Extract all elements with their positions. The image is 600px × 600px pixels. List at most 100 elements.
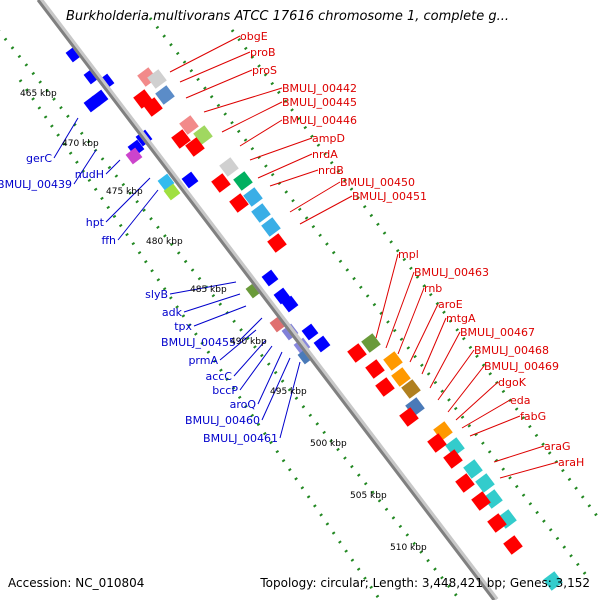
forward-gene-label: mtgA	[446, 312, 476, 325]
page-title: Burkholderia multivorans ATCC 17616 chro…	[66, 9, 509, 24]
reverse-gene-label: ffh	[101, 234, 116, 247]
reverse-gene-label: BMULJ_00461	[203, 432, 278, 445]
scale-tick-label: 495 kbp	[270, 387, 307, 397]
forward-feature	[375, 377, 395, 397]
scale-tick-label: 465 kbp	[20, 89, 57, 99]
scale-tick-label: 485 kbp	[190, 285, 227, 295]
forward-gene-label: BMULJ_00445	[282, 96, 357, 109]
accession-text: Accession: NC_010804	[8, 576, 145, 590]
reverse-feature	[301, 323, 319, 341]
forward-gene-label: BMULJ_00469	[484, 360, 559, 373]
reverse-gene-label: slyB	[145, 288, 168, 301]
leader-line	[169, 35, 241, 73]
reverse-gene-label: BMULJ_00460	[185, 414, 260, 427]
forward-feature	[251, 203, 271, 223]
leader-line	[257, 153, 313, 179]
forward-feature	[261, 217, 281, 237]
forward-feature	[347, 343, 367, 363]
gene-labels: obgE proB proS BMULJ_00442BMULJ_00445BMULJ_…	[0, 30, 584, 469]
leader-line	[493, 445, 545, 463]
leader-line	[239, 119, 283, 147]
leader-line	[375, 253, 399, 339]
forward-gene-label: nrdB	[318, 164, 344, 177]
reverse-feature	[313, 335, 331, 353]
forward-gene-label: obgE	[240, 30, 268, 43]
leader-line	[53, 117, 79, 159]
leader-line	[249, 137, 313, 161]
forward-gene-label: dgoK	[498, 376, 527, 389]
leader-line	[437, 349, 475, 401]
forward-feature	[171, 129, 191, 149]
leader-line	[499, 461, 559, 479]
forward-gene-label: aroE	[438, 298, 463, 311]
forward-feature	[471, 491, 491, 511]
forward-feature	[211, 173, 231, 193]
scale-tick-label: 480 kbp	[146, 237, 183, 247]
reverse-gene-label: BMULJ_00439	[0, 178, 72, 191]
backbone-line	[36, 0, 496, 600]
topology-text: Topology: circular; Length: 3,448,421 bp…	[260, 576, 590, 590]
leader-line	[299, 195, 353, 225]
leader-line	[179, 51, 251, 83]
leader-line	[421, 317, 447, 375]
reverse-feature	[281, 295, 299, 313]
leader-line	[461, 399, 511, 429]
forward-feature	[475, 473, 495, 493]
forward-feature	[243, 187, 263, 207]
leader-line	[169, 281, 237, 295]
leader-line	[239, 345, 273, 391]
forward-gene-label: BMULJ_00450	[340, 176, 415, 189]
reverse-feature	[261, 269, 279, 287]
forward-feature	[185, 137, 205, 157]
leader-line	[233, 339, 267, 377]
reverse-feature	[181, 171, 199, 189]
forward-gene-label: proB	[250, 46, 276, 59]
forward-feature	[143, 97, 163, 117]
forward-gene-label: fabG	[520, 410, 546, 423]
leader-line	[409, 303, 439, 363]
dotted-guides	[0, 17, 600, 600]
leader-line	[469, 415, 521, 437]
forward-feature	[401, 379, 421, 399]
forward-feature	[443, 449, 463, 469]
leader-line	[289, 181, 341, 213]
backbone-shadow	[37, 0, 499, 600]
leader-line	[455, 381, 499, 421]
forward-gene-label: nrdA	[312, 148, 338, 161]
reverse-gene-label: nudH	[75, 168, 104, 181]
forward-gene-label: BMULJ_00446	[282, 114, 357, 127]
leader-line	[257, 351, 283, 405]
forward-gene-label: araH	[558, 456, 584, 469]
leader-line	[73, 149, 97, 185]
leader-line	[105, 177, 151, 223]
forward-feature	[487, 513, 507, 533]
reverse-gene-label: aroQ	[230, 398, 257, 411]
leader-line	[385, 271, 415, 349]
forward-gene-label: eda	[510, 394, 531, 407]
reverse-feature	[163, 183, 181, 201]
leader-line	[397, 287, 425, 355]
forward-feature	[361, 333, 381, 353]
forward-feature	[383, 351, 403, 371]
reverse-gene-label: hpt	[86, 216, 105, 229]
forward-feature	[391, 367, 411, 387]
leader-line	[219, 329, 257, 361]
scale-tick-label: 490 kbp	[230, 337, 267, 347]
forward-feature	[427, 433, 447, 453]
scale-tick-label: 475 kbp	[106, 187, 143, 197]
leader-line	[117, 189, 159, 241]
forward-gene-label: BMULJ_00442	[282, 82, 357, 95]
leader-line	[183, 293, 241, 313]
forward-gene-label: BMULJ_00468	[474, 344, 549, 357]
forward-gene-label: BMULJ_00463	[414, 266, 489, 279]
forward-feature	[233, 171, 253, 191]
reverse-feature	[83, 95, 101, 113]
reverse-gene-label: bccP	[212, 384, 238, 397]
forward-gene-label: mpl	[398, 248, 419, 261]
forward-gene-label: ampD	[312, 132, 345, 145]
forward-feature	[365, 359, 385, 379]
leader-line	[193, 305, 247, 327]
forward-gene-label: proS	[252, 64, 277, 77]
